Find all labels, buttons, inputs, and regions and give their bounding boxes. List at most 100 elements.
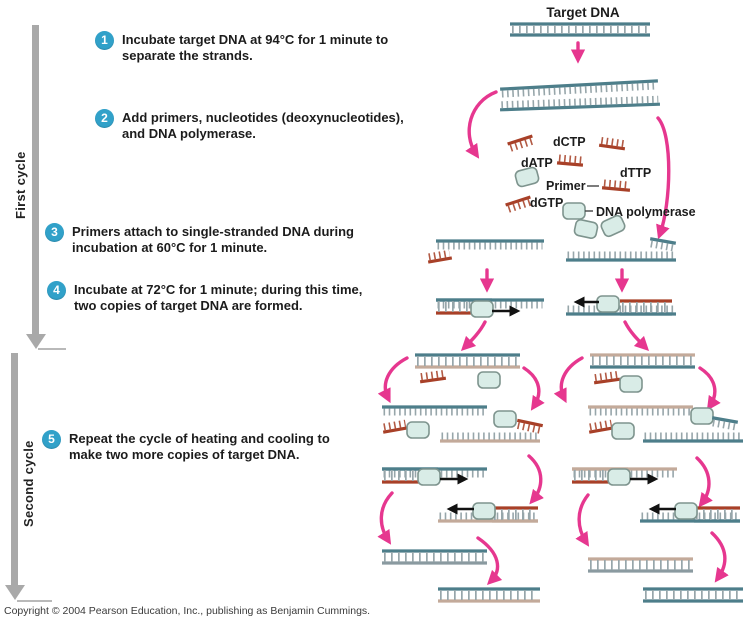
step-1-badge: 1 (95, 31, 114, 50)
step-line: Repeat the cycle of heating and cooling … (69, 431, 330, 446)
new-strand-ladder (694, 506, 740, 523)
second-cycle-arrow-bar (11, 353, 18, 586)
step-4-text: Incubate at 72°C for 1 minute; during th… (74, 281, 362, 314)
new-strand-ladder (620, 299, 672, 316)
template-strand (566, 251, 676, 262)
datp-label: dATP (521, 156, 553, 170)
curved-arrow (377, 491, 394, 545)
strand-fragment (711, 416, 739, 431)
curved-arrow-right (623, 320, 650, 352)
second-cycle-arrowhead-icon (5, 585, 25, 600)
dna-polymerase-glyph (607, 468, 631, 486)
step-1: 1 Incubate target DNA at 94°C for 1 minu… (95, 31, 425, 64)
curved-arrow (698, 366, 721, 411)
curved-arrow (575, 493, 590, 547)
template-strand (436, 239, 544, 250)
target-dna-duplex (510, 22, 650, 37)
second-cycle-baseline (17, 600, 52, 602)
step-line: Add primers, nucleotides (deoxynucleotid… (122, 110, 404, 125)
new-strand-ladder (492, 506, 538, 523)
step-3-badge: 3 (45, 223, 64, 242)
step-4-badge: 4 (47, 281, 66, 300)
dna-polymerase-glyph (514, 166, 540, 188)
copy-dna-duplex (588, 557, 693, 573)
dna-polymerase-glyph (674, 502, 698, 520)
curved-arrow (527, 454, 544, 505)
primer-glyph (588, 419, 615, 434)
dna-duplex (590, 353, 695, 369)
step-line: separate the strands. (122, 47, 253, 63)
copy-dna-duplex (438, 587, 540, 603)
dna-polymerase-glyph (472, 502, 496, 520)
curved-arrow (377, 356, 409, 404)
first-cycle-arrow-bar (32, 25, 39, 335)
step-3: 3 Primers attach to single-stranded DNA … (45, 223, 390, 256)
primer-glyph (516, 418, 544, 434)
step-1-text: Incubate target DNA at 94°C for 1 minute… (122, 31, 388, 64)
step-line: Incubate at 72°C for 1 minute; during th… (74, 282, 363, 297)
curved-arrow (710, 531, 729, 583)
curved-arrow-left (460, 320, 487, 352)
primer-glyph (507, 134, 534, 152)
template-strand (643, 432, 743, 443)
dna-polymerase-label: DNA polymerase (596, 205, 696, 219)
dna-polymerase-glyph (611, 422, 635, 440)
primer-glyph (601, 179, 631, 192)
template-strand (440, 432, 540, 443)
step-line: two copies of target DNA are formed. (74, 297, 303, 313)
dna-polymerase-glyph (600, 214, 626, 238)
dna-polymerase-glyph (596, 295, 620, 313)
primer-glyph (556, 154, 584, 167)
dna-polymerase-glyph (417, 468, 441, 486)
step-line: Primers attach to single-stranded DNA du… (72, 224, 354, 239)
curved-arrow (695, 456, 713, 508)
primer-glyph (598, 136, 626, 151)
primer-glyph (382, 419, 409, 434)
primer-glyph (505, 195, 532, 213)
curved-arrow (476, 536, 503, 586)
step-line: incubation at 60°C for 1 minute. (72, 239, 268, 255)
primer-label: Primer (546, 179, 586, 193)
primer-glyph (427, 249, 453, 264)
dctp-label: dCTP (553, 135, 586, 149)
first-cycle-baseline (38, 348, 66, 350)
step-5: 5 Repeat the cycle of heating and coolin… (42, 430, 372, 463)
step-line: Incubate target DNA at 94°C for 1 minute… (122, 32, 389, 47)
dna-polymerase-glyph (619, 375, 643, 393)
dna-polymerase-glyph (562, 202, 586, 220)
step-5-text: Repeat the cycle of heating and cooling … (69, 430, 330, 463)
separated-strand-top (500, 79, 658, 98)
curved-arrow (553, 356, 584, 404)
step-5-badge: 5 (42, 430, 61, 449)
template-strand (382, 405, 487, 416)
strand-fragment (649, 237, 677, 252)
curved-arrow-right (656, 116, 671, 240)
step-2: 2 Add primers, nucleotides (deoxynucleot… (95, 109, 435, 142)
first-cycle-arrowhead-icon (26, 334, 46, 349)
dna-polymerase-glyph (406, 421, 430, 439)
dna-duplex (415, 353, 520, 369)
step-line: and DNA polymerase. (122, 125, 256, 141)
dttp-label: dTTP (620, 166, 651, 180)
copyright-text: Copyright © 2004 Pearson Education, Inc.… (4, 605, 371, 617)
primer-glyph (593, 370, 621, 385)
dgtp-label: dGTP (530, 196, 563, 210)
step-2-text: Add primers, nucleotides (deoxynucleotid… (122, 109, 404, 142)
target-dna-label: Target DNA (546, 5, 620, 20)
copy-dna-duplex (382, 549, 487, 565)
curved-arrow-left (465, 90, 498, 159)
step-line: make two more copies of target DNA. (69, 446, 300, 462)
dna-polymerase-glyph (477, 371, 501, 389)
dna-polymerase-glyph (493, 410, 517, 428)
dna-polymerase-glyph (470, 300, 494, 318)
separated-strand-bottom (499, 95, 661, 112)
dna-polymerase-glyph (690, 407, 714, 425)
template-strand (588, 405, 693, 416)
primer-glyph (419, 369, 447, 384)
copy-dna-duplex (643, 587, 743, 603)
step-2-badge: 2 (95, 109, 114, 128)
step-4: 4 Incubate at 72°C for 1 minute; during … (47, 281, 397, 314)
curved-arrow (522, 366, 545, 411)
